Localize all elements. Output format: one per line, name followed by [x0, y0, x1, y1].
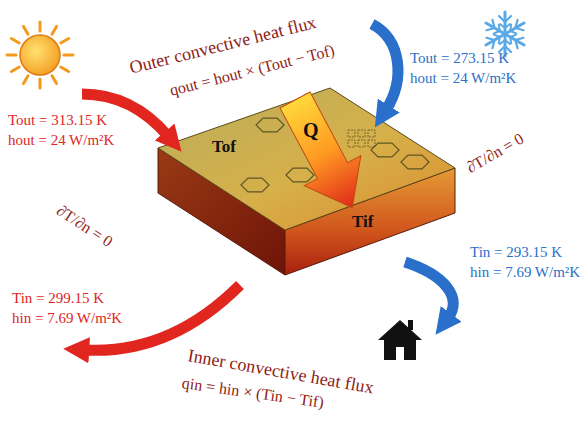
coefficient-value: hout = 24 W/m²K — [8, 132, 114, 149]
snowflake-icon — [483, 12, 527, 56]
heat-flow-arrow — [267, 85, 381, 223]
coefficient-value: hin = 7.69 W/m²K — [12, 310, 122, 327]
square-pattern — [348, 130, 375, 147]
boundary-condition: ∂T/∂n = 0 — [463, 130, 527, 177]
temperature-value: Tout = 273.15 K — [410, 50, 509, 67]
boundary-condition: ∂T/∂n = 0 — [53, 201, 116, 251]
outer-cold-arrow — [372, 24, 398, 110]
coefficient-value: hin = 7.69 W/m²K — [470, 264, 580, 281]
sun-icon — [7, 22, 73, 88]
inner-cold-arrow — [405, 262, 453, 318]
temperature-value: Tin = 299.15 K — [12, 290, 104, 307]
surface-label: Tif — [352, 212, 373, 232]
heat-flow-label: Q — [303, 119, 319, 142]
house-icon — [378, 320, 422, 360]
coefficient-value: hout = 24 W/m²K — [410, 70, 516, 87]
temperature-value: Tout = 313.15 K — [8, 112, 107, 129]
surface-label: Tof — [212, 137, 236, 157]
temperature-value: Tin = 293.15 K — [470, 244, 562, 261]
